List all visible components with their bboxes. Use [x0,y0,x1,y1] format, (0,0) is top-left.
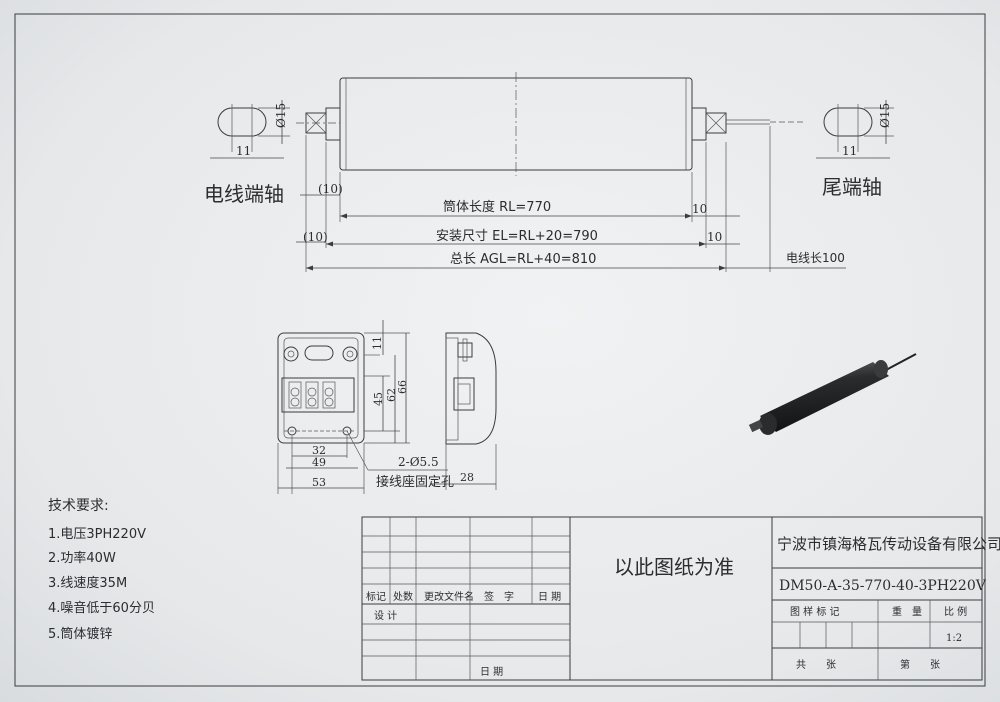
tech-item: 5.筒体镀锌 [48,626,112,642]
tech-item: 4.噪音低于60分贝 [48,600,155,616]
tb-dim-53: 53 [312,476,326,489]
tech-requirements: 技术要求: 1.电压3PH220V 2.功率40W 3.线速度35M 4.噪音低… [48,498,155,642]
scale-value: 1:2 [946,633,962,644]
title-block [361,516,983,681]
right-shaft [705,112,727,134]
right-end-plug [691,107,707,141]
design-label: 设 计 [374,609,397,622]
rev-header: 标记 [366,591,386,603]
tech-title: 技术要求: [48,498,109,514]
drawing-note: 以此图纸为准 [614,555,734,579]
rev-header: 签 字 [484,590,514,603]
col-header: 比 例 [944,605,967,618]
offset-right-1: 10 [692,202,707,216]
tb-dim-28: 28 [460,471,474,484]
left-shaft-end-detail [210,100,290,159]
tb-dim-32: 32 [312,444,326,457]
tech-item: 2.功率40W [48,550,116,566]
length-dimensions [296,126,846,272]
model-number: DM50-A-35-770-40-3PH220V [779,578,987,594]
hole-desc: 接线座固定孔 [376,474,454,490]
rev-header: 更改文件名 [424,590,474,603]
date-label: 日 期 [480,666,503,678]
right-shaft-dia: Ø15 [878,103,892,128]
left-end-plug [325,107,341,141]
install-size-label: 安装尺寸 EL=RL+20=790 [436,229,598,244]
tb-dim-49: 49 [312,456,326,469]
total-length-label: 总长 AGL=RL+40=810 [450,252,596,267]
tech-item: 3.线速度35M [48,575,127,591]
left-shaft-flat: 11 [236,144,251,158]
cable-length-label: 电线长100 [786,251,845,265]
terminal-box-side [430,332,497,490]
left-shaft-dia: Ø15 [274,103,288,128]
left-shaft [305,112,327,134]
left-end-label: 电线端轴 [204,182,284,206]
sheets-total: 共 张 [796,659,836,671]
tube-length-label: 筒体长度 RL=770 [443,199,551,215]
offset-left-1: (10) [318,182,343,196]
rev-header: 处数 [393,590,413,603]
right-shaft-end-detail [816,100,894,159]
right-shaft-flat: 11 [842,144,857,158]
col-header: 图 样 标 记 [790,605,840,618]
drawing-border [14,13,986,687]
sheet-number: 第 张 [900,658,940,671]
terminal-box-front [277,320,448,494]
col-header: 重 量 [892,605,922,618]
tech-item: 1.电压3PH220V [48,527,146,542]
tb-dim-11: 11 [371,336,384,350]
offset-left-2: (10) [303,230,328,244]
terminal-block [281,377,355,413]
tb-dim-62: 62 [385,388,398,402]
offset-right-2: 10 [707,230,722,244]
roller-3d-illustration [748,353,917,435]
right-end-label: 尾端轴 [822,175,882,199]
tb-dim-66: 66 [396,380,409,394]
roller-side-view [296,72,806,176]
company-name: 宁波市镇海格瓦传动设备有限公司 [777,535,1000,553]
hole-note: 2-Ø5.5 [398,455,439,469]
rev-header: 日 期 [538,591,561,603]
tb-dim-45: 45 [372,392,385,406]
